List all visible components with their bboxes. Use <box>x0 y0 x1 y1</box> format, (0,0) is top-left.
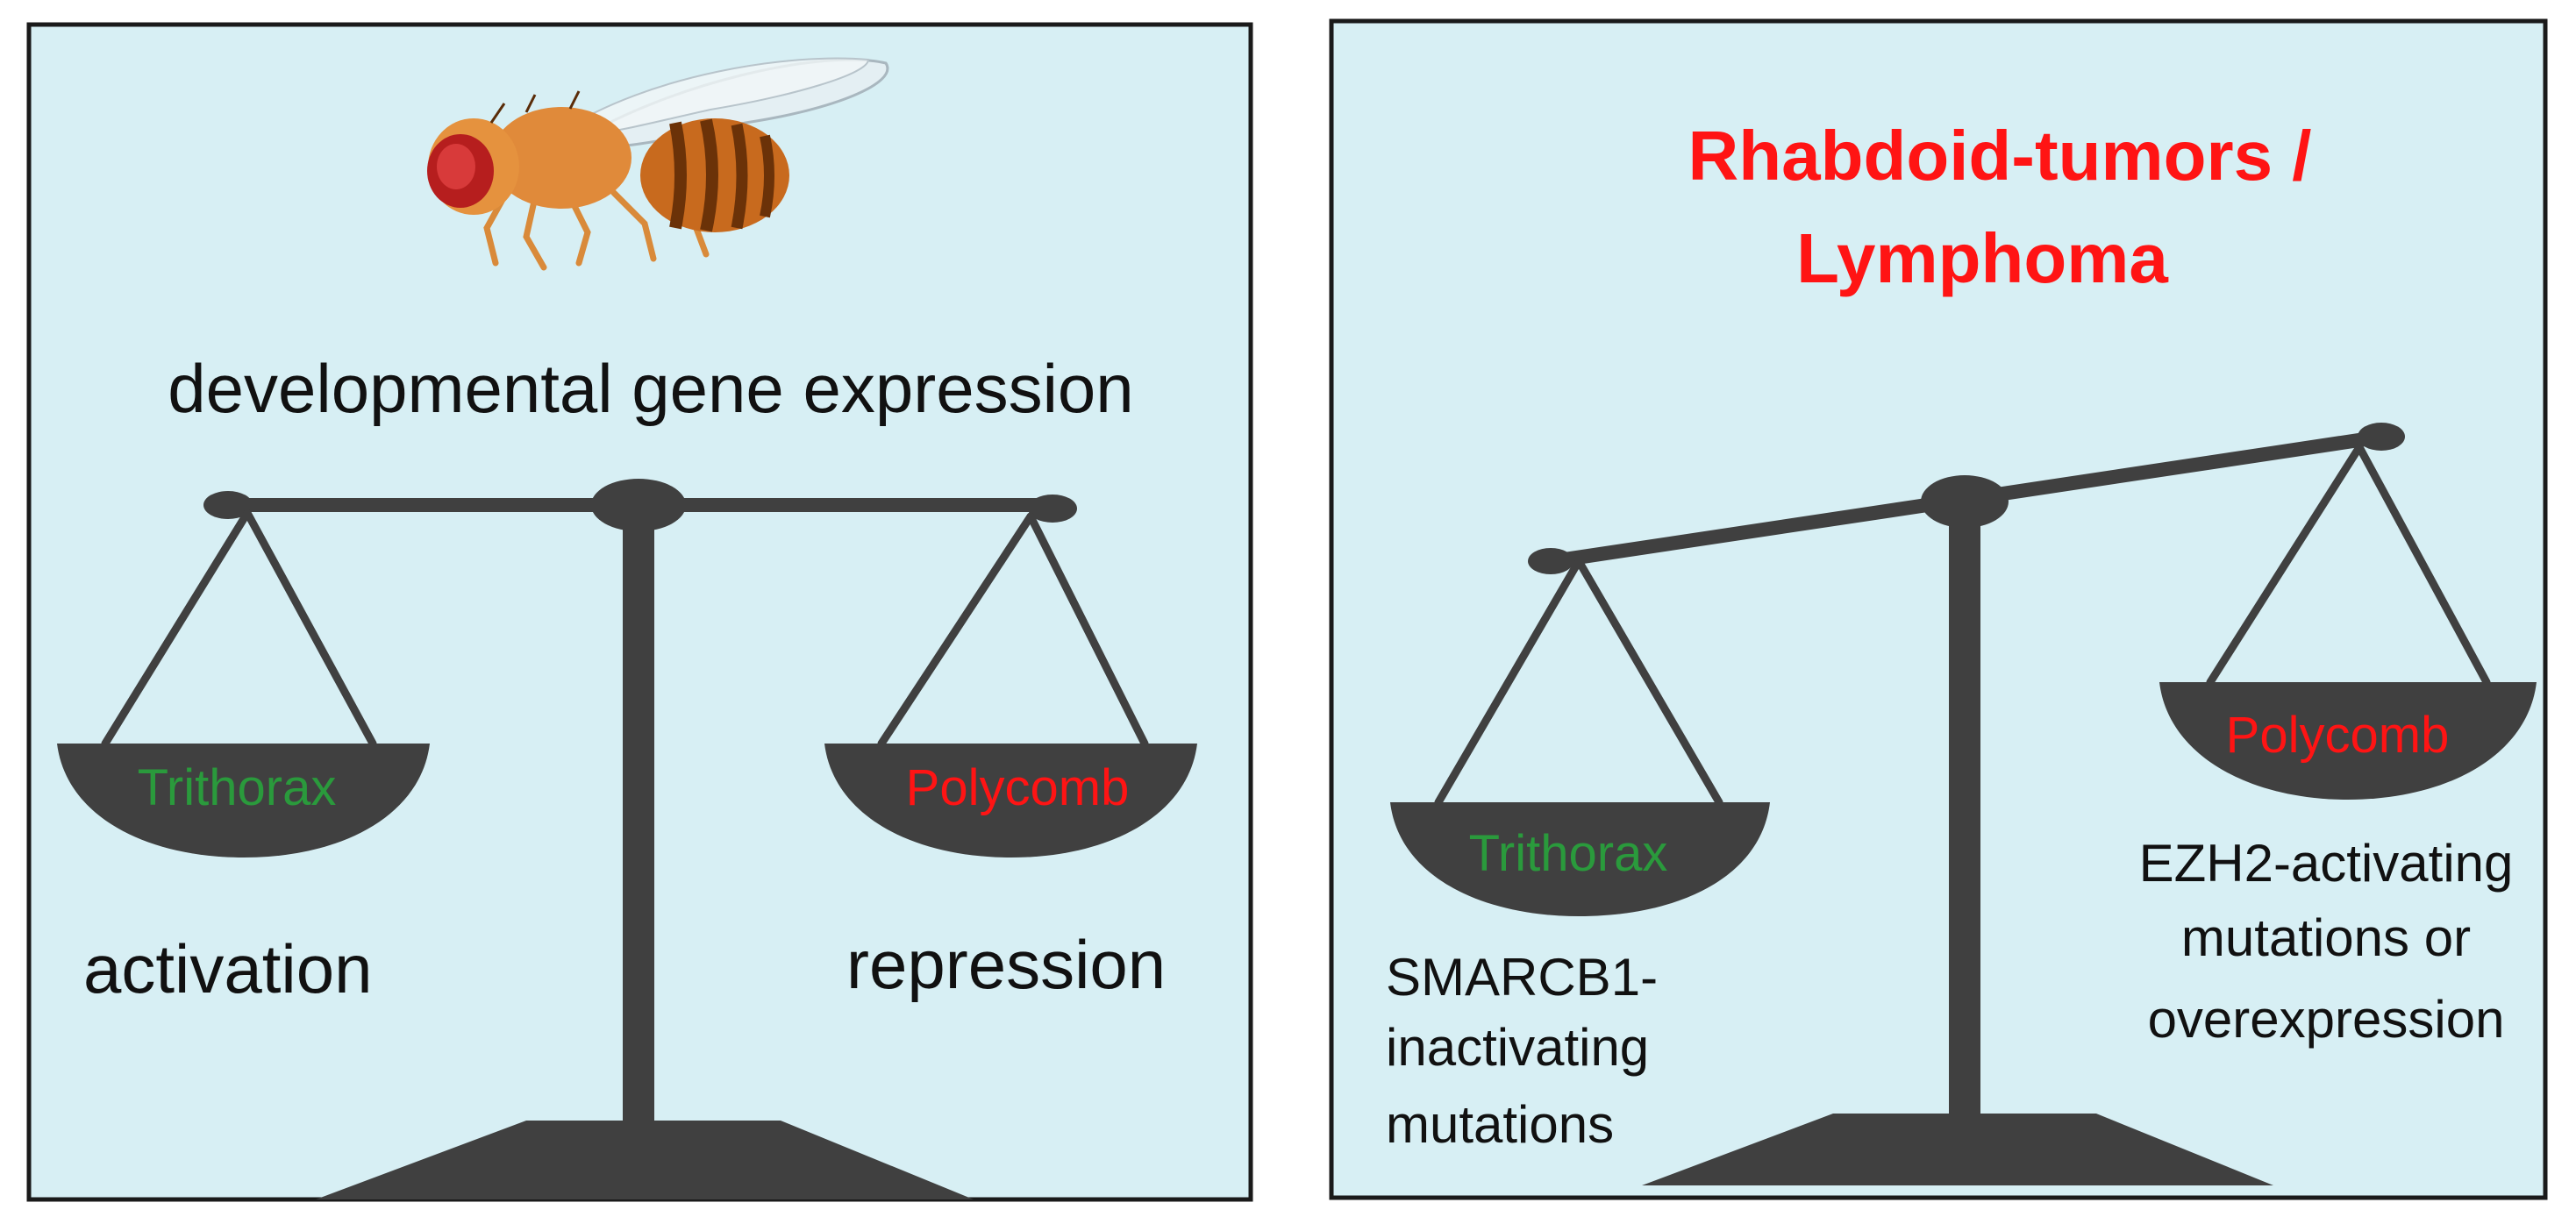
smarcb1-caption-line1: SMARCB1- <box>1386 948 1658 1007</box>
right-scale-base <box>1642 1114 2273 1185</box>
right-right-caption: EZH2-activating mutations or overexpress… <box>2139 834 2514 1049</box>
smarcb1-caption-line3: mutations <box>1386 1095 1614 1154</box>
right-panel-frame <box>1329 18 2548 1200</box>
left-activation-caption: activation <box>83 930 373 1007</box>
smarcb1-caption-line2: inactivating <box>1386 1018 1649 1077</box>
left-pan-left <box>57 744 430 858</box>
left-pan-right <box>824 744 1197 858</box>
ezh2-caption-line3: overexpression <box>2148 990 2505 1049</box>
left-scale-base <box>316 1121 974 1199</box>
left-panel: developmental gene expression T <box>26 22 1253 1202</box>
right-left-caption: SMARCB1- inactivating mutations <box>1386 948 1658 1154</box>
right-panel: Rhabdoid-tumors / Lymphoma <box>1329 18 2548 1200</box>
right-pan-right <box>2159 682 2537 800</box>
left-balance-scale <box>57 479 1197 1199</box>
left-trithorax-label: Trithorax <box>138 759 337 816</box>
ezh2-caption-line1: EZH2-activating <box>2139 834 2514 893</box>
ezh2-caption-line2: mutations or <box>2181 908 2471 967</box>
left-heading: developmental gene expression <box>168 350 1133 427</box>
right-scale-post <box>1949 504 1980 1118</box>
left-repression-caption: repression <box>846 926 1166 1003</box>
fruit-fly-icon <box>427 57 889 271</box>
right-pan-left <box>1390 802 1770 916</box>
left-scale-post <box>623 509 654 1122</box>
right-title-line2: Lymphoma <box>1796 219 2168 297</box>
right-balance-scale <box>1390 423 2537 1185</box>
right-trithorax-label: Trithorax <box>1469 825 1668 882</box>
left-polycomb-label: Polycomb <box>906 759 1130 816</box>
right-title-line1: Rhabdoid-tumors / <box>1688 117 2311 195</box>
right-polycomb-label: Polycomb <box>2226 707 2450 764</box>
